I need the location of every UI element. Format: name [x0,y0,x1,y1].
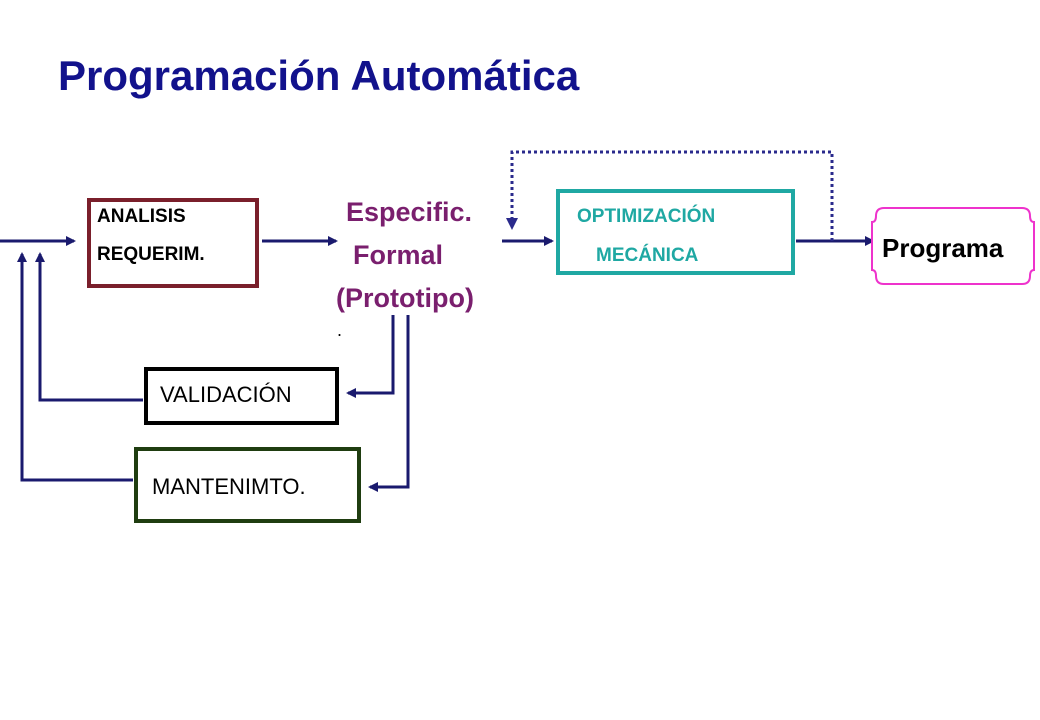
analisis-label-line1: ANALISIS [97,206,186,227]
mantenimiento-box [134,447,361,523]
page-title: Programación Automática [58,52,580,99]
validacion-label: VALIDACIÓN [160,382,292,407]
arrow-prototipo-to-mantenimiento [368,315,410,492]
optimizacion-label-line1: OPTIMIZACIÓN [577,206,716,227]
arrow-validacion-feedback [35,252,143,402]
dotted-feedback-loop [510,150,834,241]
especificacion-label-line2: Formal [353,240,444,270]
arrow-mantenimiento-feedback [17,252,133,482]
mantenimiento-label: MANTENIMTO. [152,474,306,499]
optimizacion-label-line2: MECÁNICA [596,245,699,266]
especificacion-dot-mark: . [337,320,343,340]
analisis-requerimientos-box [87,198,259,288]
programa-node-shape [871,207,1035,285]
especificacion-label-line3: (Prototipo) [336,283,474,313]
programa-label: Programa [882,233,1004,263]
dotted-loop-arrowhead [506,218,518,230]
especificacion-label-line1: Especific. [346,197,473,227]
optimizacion-mecanica-box [556,189,795,275]
validacion-box [144,367,339,425]
arrow-prototipo-to-validacion [346,315,395,398]
analisis-label-line2: REQUERIM. [97,244,205,265]
